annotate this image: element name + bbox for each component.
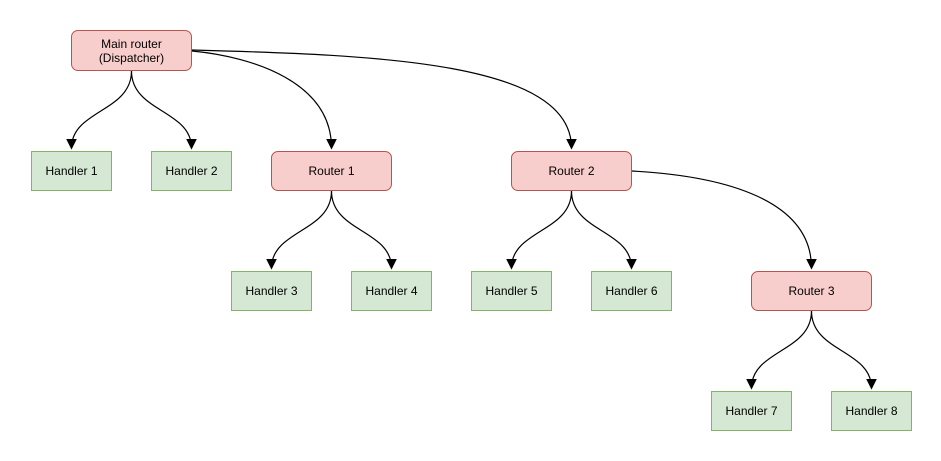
node-router-1: Router 1 [271,151,392,191]
edge-router-2-to-router-3 [631,170,817,270]
edge-main-router-to-handler-2 [130,70,197,150]
edge-main-router-to-handler-1 [66,70,133,150]
edge-router-1-to-handler-4 [330,190,397,270]
node-handler-5: Handler 5 [471,271,552,311]
edge-router-2-to-handler-5 [506,190,573,270]
node-handler-2: Handler 2 [151,151,232,191]
node-handler-7: Handler 7 [711,391,792,431]
edge-router-2-to-handler-6 [570,190,637,270]
node-handler-4: Handler 4 [351,271,432,311]
node-main-router: Main router (Dispatcher) [71,30,192,71]
node-handler-3: Handler 3 [231,271,312,311]
node-router-2: Router 2 [511,151,632,191]
node-handler-8: Handler 8 [831,391,912,431]
edge-main-router-to-router-2 [191,49,577,150]
node-handler-1: Handler 1 [31,151,112,191]
edge-router-1-to-handler-3 [266,190,333,270]
edge-router-3-to-handler-8 [810,310,877,390]
edge-router-3-to-handler-7 [746,310,813,390]
node-router-3: Router 3 [751,271,872,311]
edge-main-router-to-router-1 [191,50,337,150]
node-handler-6: Handler 6 [591,271,672,311]
